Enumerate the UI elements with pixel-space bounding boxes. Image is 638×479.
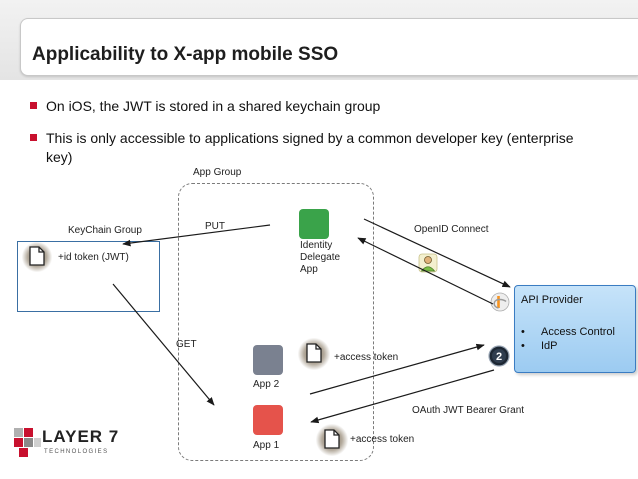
openid-request-arrow: [363, 218, 511, 288]
get-label: GET: [176, 339, 197, 350]
id-token-label: +id token (JWT): [58, 252, 129, 263]
oauth-jwt-bearer-label: OAuth JWT Bearer Grant: [412, 405, 525, 416]
app2-label: App 2: [253, 379, 280, 390]
api-provider-list: Access Control IdP: [521, 325, 615, 353]
oauth-request-arrow: [309, 343, 485, 395]
identity-delegate-app-label: Identity Delegate App: [300, 240, 340, 276]
user-icon: [418, 253, 438, 273]
bullet-item: This is only accessible to applications …: [30, 129, 590, 167]
document-icon: [29, 246, 45, 266]
api-provider-title: API Provider: [521, 294, 583, 306]
put-arrow: [122, 224, 271, 247]
logo-subtitle: TECHNOLOGIES: [44, 449, 109, 455]
openid-response-arrow: [357, 237, 494, 305]
bullet-item: On iOS, the JWT is stored in a shared ke…: [30, 97, 590, 116]
identity-delegate-app-icon[interactable]: [299, 209, 329, 239]
title-card: [20, 18, 638, 76]
api-provider-item: IdP: [521, 339, 615, 353]
app-group-label: App Group: [193, 167, 242, 178]
app-group-container: [178, 183, 374, 461]
bullet-text: This is only accessible to applications …: [46, 130, 574, 165]
logo-name: LAYER 7: [42, 427, 120, 446]
document-icon: [306, 343, 322, 363]
openid-icon: [490, 292, 510, 312]
identity-app-label-line: App: [300, 264, 318, 275]
get-arrow: [112, 283, 215, 406]
bullet-marker: [30, 134, 37, 141]
svg-text:2: 2: [496, 351, 502, 363]
app1-icon[interactable]: [253, 405, 283, 435]
api-provider-item: Access Control: [521, 325, 615, 339]
identity-app-label-line: Identity: [300, 240, 333, 251]
keychain-group-label: KeyChain Group: [68, 225, 142, 236]
api-provider-box: API Provider Access Control IdP: [514, 285, 636, 373]
app1-label: App 1: [253, 440, 280, 451]
openid-connect-label: OpenID Connect: [414, 224, 489, 235]
slide-title: Applicability to X-app mobile SSO: [32, 44, 339, 65]
app2-icon[interactable]: [253, 345, 283, 375]
bullet-marker: [30, 102, 37, 109]
oauth-response-arrow: [310, 369, 495, 424]
oauth-icon: 2: [488, 345, 510, 367]
bullet-text: On iOS, the JWT is stored in a shared ke…: [46, 98, 381, 114]
layer7-logo: [14, 428, 41, 457]
access-token-label: +access token: [334, 352, 399, 363]
put-label: PUT: [205, 221, 225, 232]
identity-app-label-line: Delegate: [300, 252, 341, 263]
document-icon: [324, 429, 340, 449]
access-token-label: +access token: [350, 434, 415, 445]
